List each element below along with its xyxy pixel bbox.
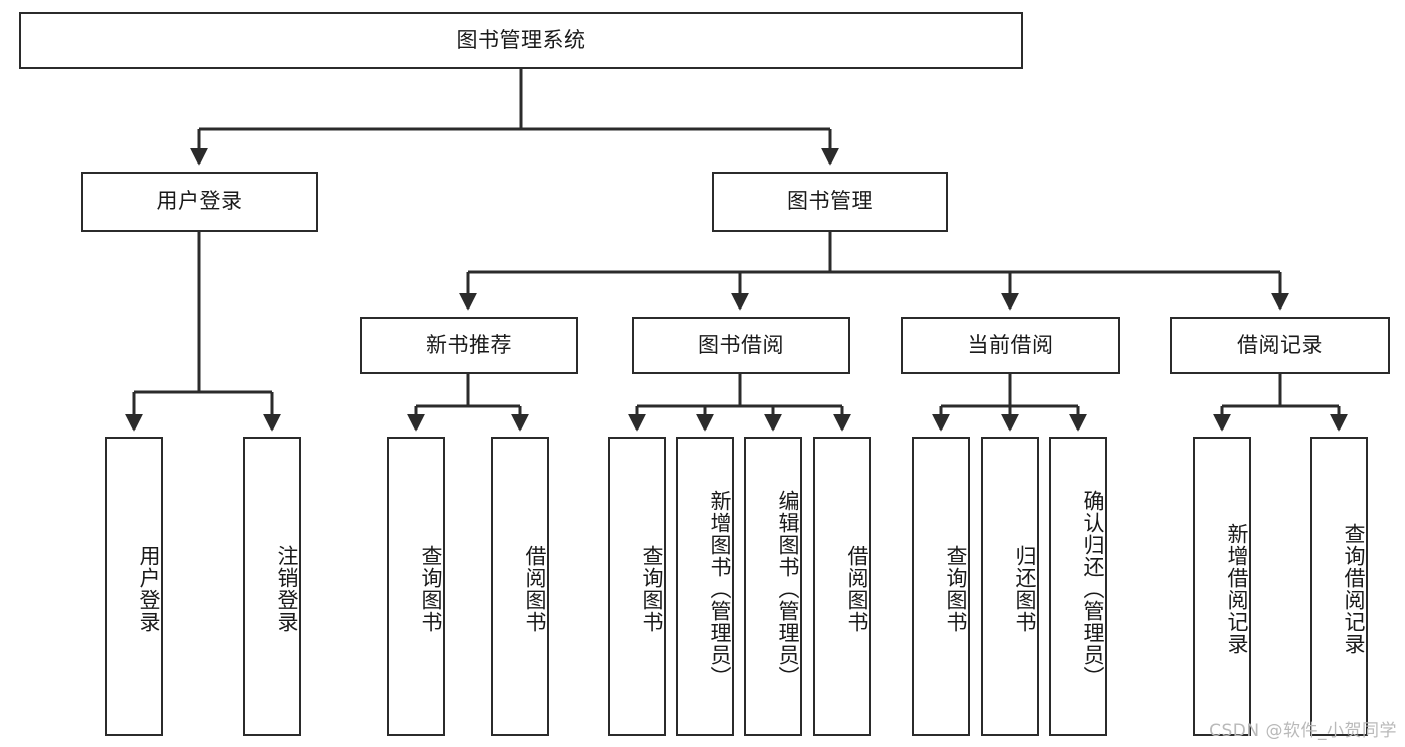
node-leaf-query-book-2[interactable]: 查询图书	[608, 437, 666, 736]
node-borrow-record[interactable]: 借阅记录	[1170, 317, 1390, 374]
node-book-manage[interactable]: 图书管理	[712, 172, 948, 232]
node-leaf-query-record-label: 查询借阅记录	[1342, 522, 1366, 655]
node-leaf-user-login-label: 用户登录	[137, 544, 161, 633]
node-leaf-add-record-label: 新增借阅记录	[1225, 522, 1249, 655]
node-leaf-borrow-book-1[interactable]: 借阅图书	[491, 437, 549, 736]
node-leaf-query-book-1-label: 查询图书	[419, 544, 443, 633]
node-leaf-logout[interactable]: 注销登录	[243, 437, 301, 736]
node-leaf-add-book-label: 新增图书（管理员）	[708, 489, 732, 688]
node-root-label: 图书管理系统	[456, 27, 586, 52]
node-leaf-edit-book-label: 编辑图书（管理员）	[776, 489, 800, 688]
node-root[interactable]: 图书管理系统	[19, 12, 1023, 69]
node-user-login[interactable]: 用户登录	[81, 172, 318, 232]
node-leaf-confirm-return-label: 确认归还（管理员）	[1081, 489, 1105, 688]
node-new-book-rec[interactable]: 新书推荐	[360, 317, 578, 374]
node-leaf-confirm-return[interactable]: 确认归还（管理员）	[1049, 437, 1107, 736]
node-book-borrow-label: 图书借阅	[698, 332, 784, 357]
node-leaf-query-book-3-label: 查询图书	[944, 544, 968, 633]
node-user-login-label: 用户登录	[156, 189, 243, 214]
node-book-manage-label: 图书管理	[787, 189, 873, 214]
node-leaf-logout-label: 注销登录	[275, 544, 299, 633]
node-leaf-query-book-2-label: 查询图书	[640, 544, 664, 633]
node-leaf-borrow-book-2-label: 借阅图书	[845, 544, 869, 633]
node-leaf-query-book-3[interactable]: 查询图书	[912, 437, 970, 736]
node-leaf-add-book[interactable]: 新增图书（管理员）	[676, 437, 734, 736]
node-leaf-borrow-book-2[interactable]: 借阅图书	[813, 437, 871, 736]
node-leaf-return-book-label: 归还图书	[1013, 544, 1037, 633]
node-new-book-rec-label: 新书推荐	[426, 332, 512, 357]
node-current-borrow[interactable]: 当前借阅	[901, 317, 1120, 374]
node-current-borrow-label: 当前借阅	[967, 332, 1054, 357]
node-leaf-add-record[interactable]: 新增借阅记录	[1193, 437, 1251, 736]
node-borrow-record-label: 借阅记录	[1237, 332, 1323, 357]
node-leaf-user-login[interactable]: 用户登录	[105, 437, 163, 736]
node-leaf-borrow-book-1-label: 借阅图书	[523, 544, 547, 633]
node-book-borrow[interactable]: 图书借阅	[632, 317, 850, 374]
node-leaf-edit-book[interactable]: 编辑图书（管理员）	[744, 437, 802, 736]
node-leaf-query-record[interactable]: 查询借阅记录	[1310, 437, 1368, 736]
node-leaf-return-book[interactable]: 归还图书	[981, 437, 1039, 736]
node-leaf-query-book-1[interactable]: 查询图书	[387, 437, 445, 736]
